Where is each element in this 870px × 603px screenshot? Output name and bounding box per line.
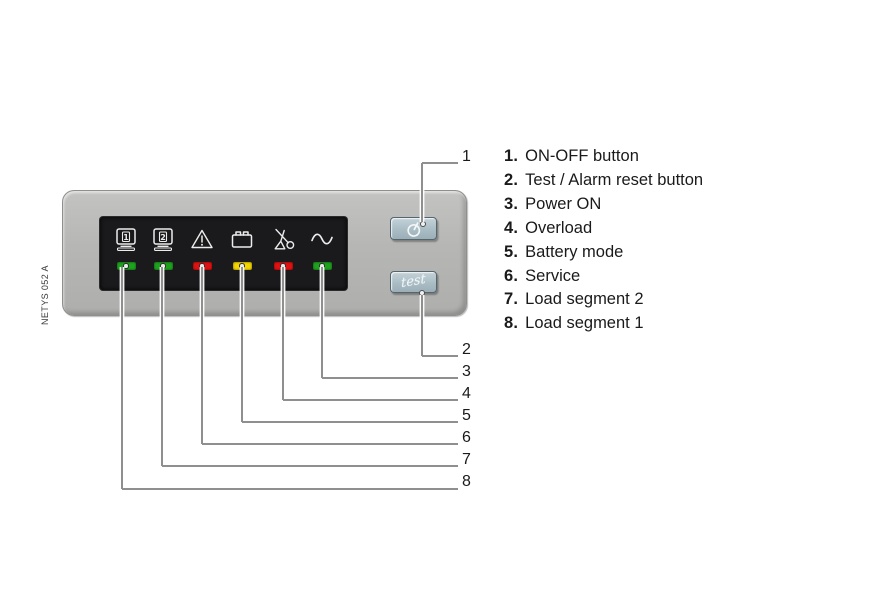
leader-line-1-h <box>422 162 458 164</box>
legend-num: 3. <box>504 194 519 213</box>
leader-line-5-v <box>241 267 243 422</box>
led-load-segment-2 <box>153 262 173 270</box>
leader-line-8-h <box>122 488 458 490</box>
segment-digit: 1 <box>123 233 129 242</box>
legend-label: Battery mode <box>525 242 624 261</box>
model-label: NETYS 052 A <box>40 265 50 325</box>
leader-line-7-v <box>161 267 163 466</box>
legend-label: Test / Alarm reset button <box>525 170 704 189</box>
leader-line-2-h <box>422 355 458 357</box>
legend-item-2: 2. Test / Alarm reset button <box>504 169 804 193</box>
callout-number-4: 4 <box>462 385 471 402</box>
callout-number-2: 2 <box>462 341 471 358</box>
legend: 1. ON-OFF button 2. Test / Alarm reset but… <box>504 145 804 336</box>
leader-line-6-v <box>201 267 203 444</box>
callout-number-8: 8 <box>462 473 471 490</box>
legend-item-3: 3. Power ON <box>504 193 804 217</box>
callout-dot-on-off <box>420 221 426 227</box>
legend-num: 4. <box>504 218 519 237</box>
segment-digit: 2 <box>160 233 166 242</box>
callout-number-6: 6 <box>462 429 471 446</box>
legend-item-1: 1. ON-OFF button <box>504 145 804 169</box>
on-off-button[interactable] <box>390 217 437 240</box>
legend-item-7: 7. Load segment 2 <box>504 288 804 312</box>
load-segment-2-monitor-icon: 2 <box>150 226 176 252</box>
legend-item-6: 6. Service <box>504 265 804 289</box>
callout-number-7: 7 <box>462 451 471 468</box>
legend-num: 8. <box>504 314 519 333</box>
leader-line-4-v <box>282 267 284 400</box>
legend-label: Load segment 1 <box>525 314 644 333</box>
test-alarm-reset-button[interactable]: test <box>390 271 437 293</box>
legend-label: ON-OFF button <box>525 147 639 165</box>
legend-item-5: 5. Battery mode <box>504 241 804 265</box>
legend-num: 2. <box>504 170 519 189</box>
callout-number-5: 5 <box>462 407 471 424</box>
leader-line-4-h <box>283 399 458 401</box>
legend-item-4: 4. Overload <box>504 217 804 241</box>
legend-num: 5. <box>504 242 519 261</box>
leader-line-5-h <box>242 421 458 423</box>
led-display: 1 2 <box>100 217 347 290</box>
leader-line-3-v <box>321 267 323 378</box>
legend-num: 7. <box>504 290 519 309</box>
led-dot <box>123 263 129 269</box>
legend-label: Power ON <box>525 194 602 213</box>
leader-line-1-v <box>421 163 423 222</box>
legend-num: 6. <box>504 266 519 285</box>
leader-line-6-h <box>202 443 458 445</box>
load-segment-1-monitor-icon: 1 <box>113 226 139 252</box>
legend-item-8: 8. Load segment 1 <box>504 312 804 336</box>
legend-num: 1. <box>504 147 519 165</box>
power-symbol-icon <box>406 221 420 237</box>
callout-number-3: 3 <box>462 363 471 380</box>
leader-line-8-v <box>121 267 123 489</box>
warning-triangle-icon <box>189 226 215 252</box>
sine-wave-icon <box>309 226 335 252</box>
led-dot <box>160 263 166 269</box>
leader-line-3-h <box>322 377 458 379</box>
callout-number-1: 1 <box>462 148 471 165</box>
legend-label: Overload <box>525 218 593 237</box>
legend-label: Service <box>525 266 581 285</box>
test-script-label: test <box>401 271 426 291</box>
led-load-segment-1 <box>116 262 136 270</box>
battery-icon <box>229 226 255 252</box>
scissors-cut-icon <box>270 226 296 252</box>
legend-label: Load segment 2 <box>525 290 644 309</box>
leader-line-7-h <box>162 465 458 467</box>
leader-line-2-v <box>421 295 423 356</box>
